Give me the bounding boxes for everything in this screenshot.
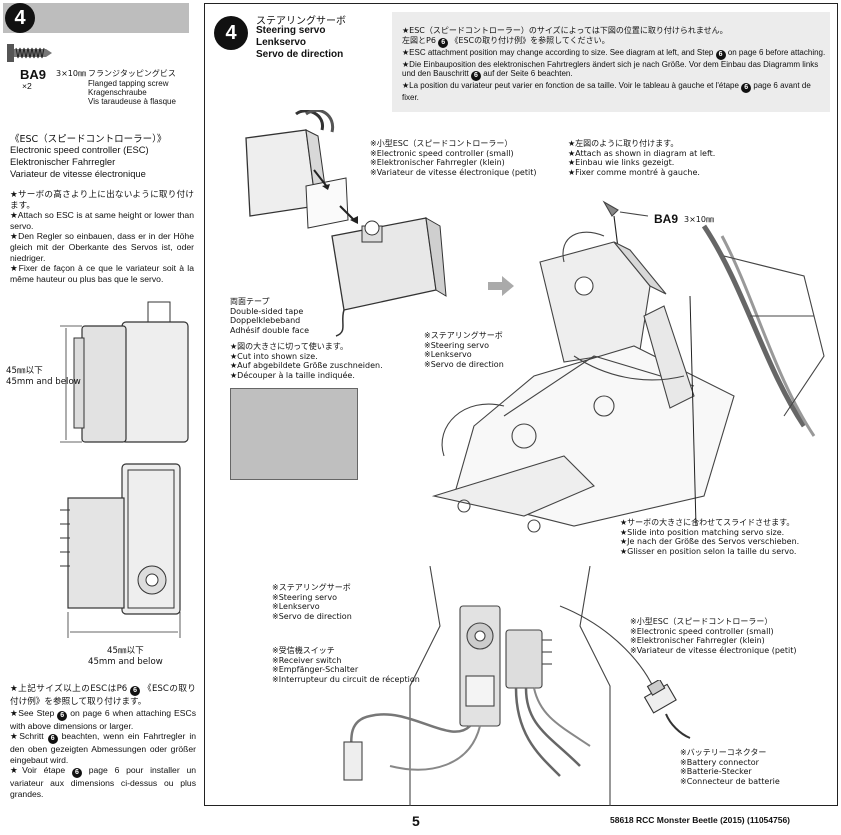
notebox-line-jp: ★ESC（スピードコントローラー）のサイズによっては下図の位置に取り付けられませ… (402, 26, 728, 35)
notebox-line-de-b: auf der Seite 6 beachten. (483, 69, 573, 79)
battery-connector-drawing (643, 680, 691, 739)
screw-icon (7, 44, 52, 62)
esc-notes: ★サーボの高さより上に出ないように取り付けます。 ★Attach so ESC … (10, 189, 194, 284)
screw-size: 3×10㎜ (56, 69, 86, 78)
lower-servo-label: ※ステアリングサーボ ※Steering servo ※Lenkservo ※S… (272, 583, 352, 621)
esc-small-label: ※小型ESC（スピードコントローラー） ※Electronic speed co… (370, 139, 537, 177)
main-title-en: Steering servo (256, 25, 326, 36)
tape-label: 両面テープ Double-sided tape Doppelklebeband … (230, 297, 309, 335)
notebox-text: ★ESC（スピードコントローラー）のサイズによっては下図の位置に取り付けられませ… (402, 26, 828, 103)
step-number-badge: 4 (5, 3, 35, 33)
product-code: 58618 RCC Monster Beetle (2015) (1105475… (610, 815, 791, 825)
esc-top-diagram (60, 463, 181, 638)
main-step-frame (204, 3, 838, 806)
lower-esc-label: ※小型ESC（スピードコントローラー） ※Electronic speed co… (630, 617, 797, 655)
screw-name-de: Kragenschraube (88, 88, 147, 97)
step-ref-badge: 6 (47, 734, 58, 745)
bottom-notes: ★上記サイズ以上のESCはP6 6 《ESCの取り付け例》を参照して取り付けます… (10, 683, 196, 800)
chassis-lower-layout-drawing (343, 566, 661, 806)
page-number: 5 (412, 813, 420, 829)
notebox-line-de: ★Die Einbauposition des elektronischen F… (402, 59, 819, 79)
step-ref-badge: 6 (438, 37, 449, 48)
chassis-servo-mount-drawing (431, 200, 825, 533)
step-ref-badge: 6 (57, 710, 68, 721)
screw-callout-size: 3×10㎜ (684, 215, 714, 224)
bottom-note-fr: ★Voir étape (10, 765, 66, 776)
notebox-line-jp2: 左図とP6 (402, 35, 436, 45)
notebox-line-jp2b: 《ESCの取り付け例》を参照してください。 (450, 35, 610, 45)
screw-code: BA9 (20, 67, 47, 82)
servo-label: ※ステアリングサーボ ※Steering servo ※Lenkservo ※S… (424, 331, 504, 369)
bottom-note-en-b: on page 6 when attaching ESCs with above… (10, 707, 196, 731)
esc-title-de: Elektronischer Fahrregler (10, 156, 116, 167)
screw-name-fr: Vis taraudeuse à flasque (88, 97, 176, 106)
step-ref-badge: 6 (715, 49, 726, 60)
bottom-note-de-b: beachten, wenn ein Fahrtregler in den ob… (10, 731, 197, 765)
tape-cut-size-template (230, 388, 358, 480)
bottom-note-fr-b: page 6 pour installer un variateur aux d… (10, 765, 196, 799)
screw-name-jp: フランジタッピングビス (88, 69, 176, 78)
bottom-note-jp: ★上記サイズ以上のESCはP6 (10, 684, 128, 694)
screw-name-en: Flanged tapping screw (88, 79, 169, 88)
main-step-badge: 4 (214, 16, 248, 50)
main-title-de: Lenkservo (256, 37, 307, 48)
bottom-note-en: ★See Step (10, 707, 55, 718)
esc-title-en: Electronic speed controller (ESC) (10, 144, 149, 155)
notebox-line-fr: ★La position du variateur peut varier en… (402, 81, 739, 91)
esc-title-jp: 《ESC（スピードコントローラー）》 (10, 134, 167, 145)
height-dimension: 45㎜以下 45mm and below (6, 366, 81, 387)
battery-connector-label: ※バッテリーコネクター ※Battery connector ※Batterie… (680, 748, 780, 786)
main-title-jp: ステアリングサーボ (256, 16, 346, 27)
main-title-fr: Servo de direction (256, 49, 344, 60)
esc-servo-assembly-drawing (245, 110, 447, 337)
bottom-note-de: ★Schritt (10, 731, 44, 742)
bottom-note-jp-b: 《ESCの取り付け例》を参照して取り付けます。 (10, 684, 197, 707)
notebox-line-en-b: on page 6 before attaching. (727, 47, 826, 57)
step-ref-badge: 6 (71, 768, 82, 779)
attention-notebox (392, 12, 830, 112)
notebox-line-en: ★ESC attachment position may change acco… (402, 47, 714, 57)
notebox-line-fr-b: page 6 avant de fixer. (402, 81, 811, 103)
attach-label: ★左図のように取り付けます。 ★Attach as shown in diagr… (568, 139, 716, 177)
receiver-switch-label: ※受信機スイッチ ※Receiver switch ※Empfänger-Sch… (272, 646, 420, 684)
cut-label: ★図の大きさに切って使います。 ★Cut into shown size. ★A… (230, 342, 383, 380)
step-ref-badge: 6 (470, 71, 481, 82)
arrow-right-icon (488, 276, 514, 296)
step-ref-badge: 6 (130, 686, 141, 696)
esc-side-diagram (60, 301, 189, 443)
screw-callout: BA9 (654, 212, 679, 226)
width-dimension: 45㎜以下 45mm and below (88, 646, 163, 667)
slide-label: ★サーボの大きさに合わせてスライドさせます。 ★Slide into posit… (620, 518, 800, 556)
esc-title-fr: Variateur de vitesse électronique (10, 168, 146, 179)
step-ref-badge: 6 (741, 83, 752, 94)
screw-qty: ×2 (22, 81, 32, 91)
